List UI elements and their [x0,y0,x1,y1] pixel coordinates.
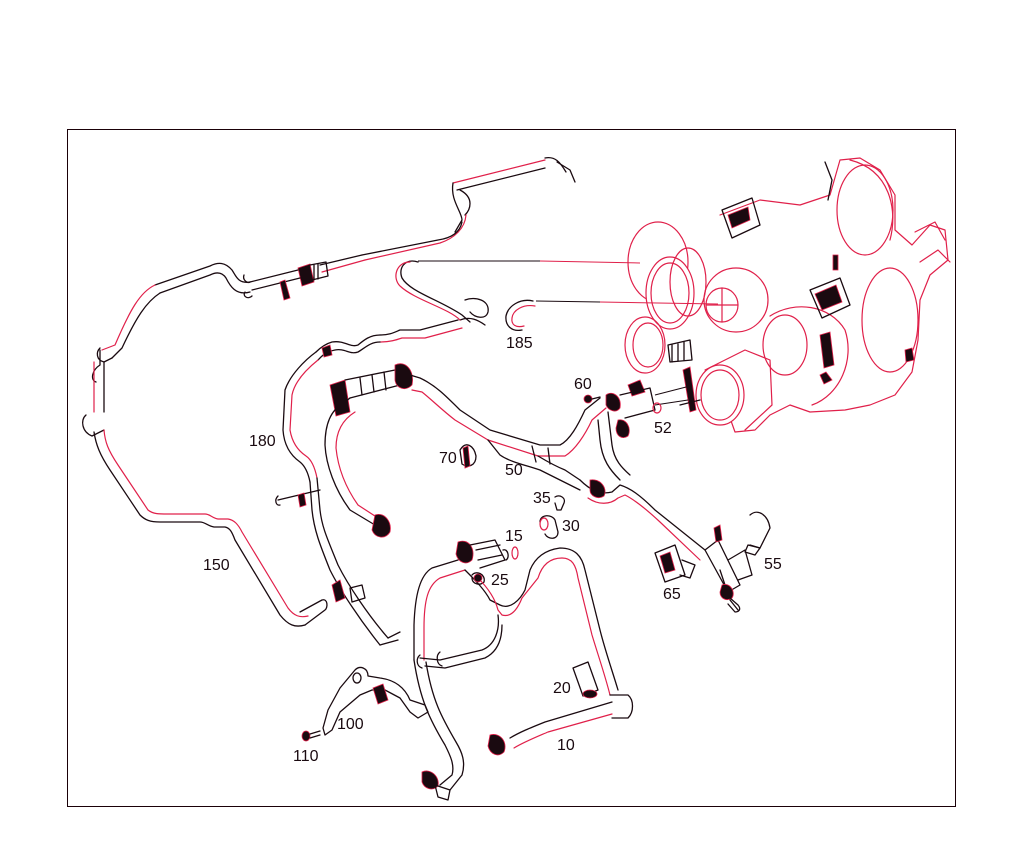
turbocharger-assembly [624,157,951,433]
line-180 [275,260,489,646]
callout-65: 65 [663,586,681,603]
callout-110: 110 [293,748,319,765]
callout-100: 100 [337,716,364,733]
small-parts [301,299,662,742]
line-150 [93,429,328,627]
line-50 [324,363,706,561]
callout-20: 20 [553,680,571,697]
line-10 [413,539,634,801]
parts-55-65 [654,511,771,613]
callout-60: 60 [574,376,592,393]
callout-35: 35 [533,490,551,507]
callout-25: 25 [491,572,509,589]
callout-70: 70 [439,450,457,467]
callout-30: 30 [562,518,580,535]
callout-185: 185 [506,335,533,352]
upper-coolant-line [81,156,576,437]
callout-150: 150 [203,557,230,574]
callout-55: 55 [764,556,782,573]
diagram-frame [67,129,956,807]
callout-10: 10 [557,737,575,754]
callout-52: 52 [654,420,672,437]
callout-50: 50 [505,462,523,479]
callout-15: 15 [505,528,523,545]
callout-180: 180 [249,433,276,450]
